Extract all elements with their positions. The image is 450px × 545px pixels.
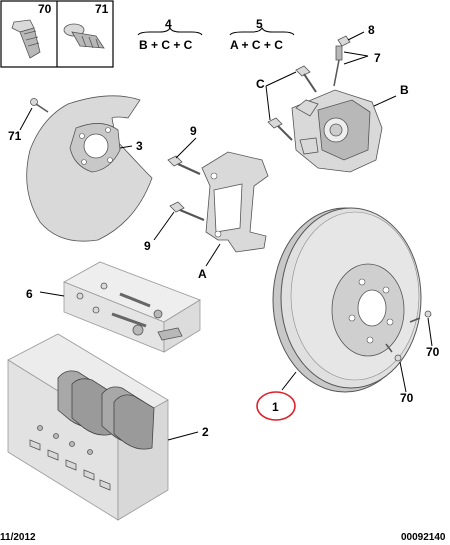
fastener-71-label: 71 xyxy=(95,2,109,16)
label-9-upper: 9 xyxy=(190,124,197,138)
label-B: B xyxy=(400,83,409,97)
label-2: 2 xyxy=(202,425,209,439)
footer-date: 11/2012 xyxy=(0,532,36,543)
highlighted-part-1: 1 xyxy=(256,391,296,421)
group-4-label: 4 B + C + C xyxy=(137,17,203,52)
label-71: 71 xyxy=(8,129,22,143)
brake-disc xyxy=(272,207,422,393)
label-70-lower: 70 xyxy=(400,391,414,405)
bracket-bolt-lower xyxy=(169,201,205,222)
fastener-boxes: 70 71 xyxy=(0,0,114,68)
group-5-formula: A + C + C xyxy=(230,38,283,52)
leader-lines xyxy=(19,31,433,441)
clip-rivet-icon xyxy=(63,23,105,49)
bracket-bolt-upper xyxy=(167,155,201,176)
caliper-bolt-upper xyxy=(295,65,317,93)
caliper-bolt-lower xyxy=(267,117,293,141)
group-4-formula: B + C + C xyxy=(139,38,193,52)
label-6: 6 xyxy=(26,287,33,301)
disc-screw-upper xyxy=(409,310,432,323)
label-C: C xyxy=(256,77,265,91)
group-5-label: 5 A + C + C xyxy=(229,17,295,52)
shield-screw xyxy=(30,98,49,113)
disc-screw-lower xyxy=(385,343,402,362)
accessory-kit-box xyxy=(63,261,201,353)
dust-shield xyxy=(26,95,153,242)
label-9-lower: 9 xyxy=(144,239,151,253)
bleed-screw xyxy=(333,35,351,87)
highlight-circle xyxy=(256,391,296,421)
label-7: 7 xyxy=(374,51,381,65)
group-5-number: 5 xyxy=(256,17,263,31)
screw-icon xyxy=(11,19,41,59)
footer-reference: 00092140 xyxy=(401,532,446,543)
brake-pads-box xyxy=(7,333,169,521)
brake-caliper xyxy=(291,89,383,173)
label-A: A xyxy=(198,267,207,281)
label-1: 1 xyxy=(272,400,279,414)
label-3: 3 xyxy=(136,139,143,153)
group-4-number: 4 xyxy=(165,17,172,31)
fastener-70-label: 70 xyxy=(38,2,52,16)
label-8: 8 xyxy=(368,23,375,37)
caliper-bracket xyxy=(201,151,269,253)
label-70-upper: 70 xyxy=(426,345,440,359)
